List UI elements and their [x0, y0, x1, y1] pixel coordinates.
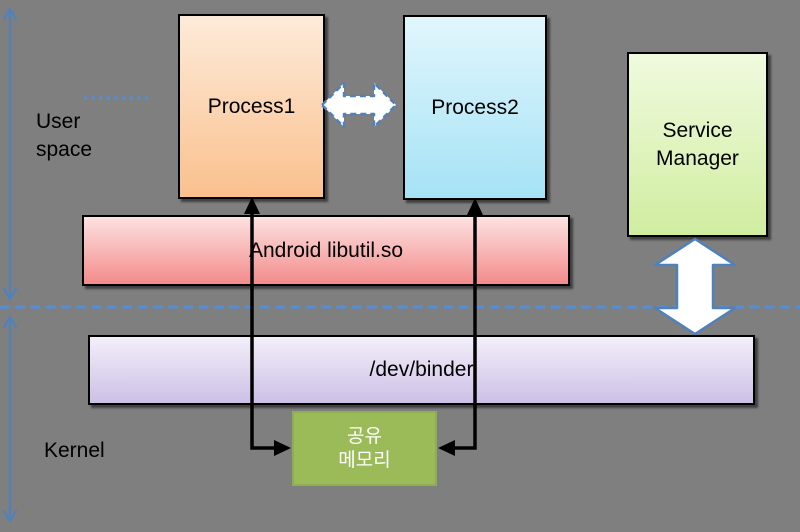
- service-manager-binder-arrow-icon: [653, 237, 737, 336]
- box-process1: Process1: [178, 14, 325, 199]
- user-space-extent-arrow-icon: [2, 6, 18, 302]
- user-space-label: User space: [36, 110, 93, 162]
- box-dev-binder: /dev/binder: [88, 335, 755, 405]
- process1-process2-arrow-icon: [320, 81, 398, 129]
- kernel-extent-arrow-icon: [2, 314, 18, 524]
- kernel-label: Kernel: [44, 439, 105, 462]
- box-process2: Process2: [403, 15, 547, 200]
- box-shared-memory: 공유 메모리: [292, 411, 437, 486]
- box-android-libutil: Android libutil.so: [82, 215, 570, 286]
- box-service-manager: Service Manager: [627, 52, 768, 237]
